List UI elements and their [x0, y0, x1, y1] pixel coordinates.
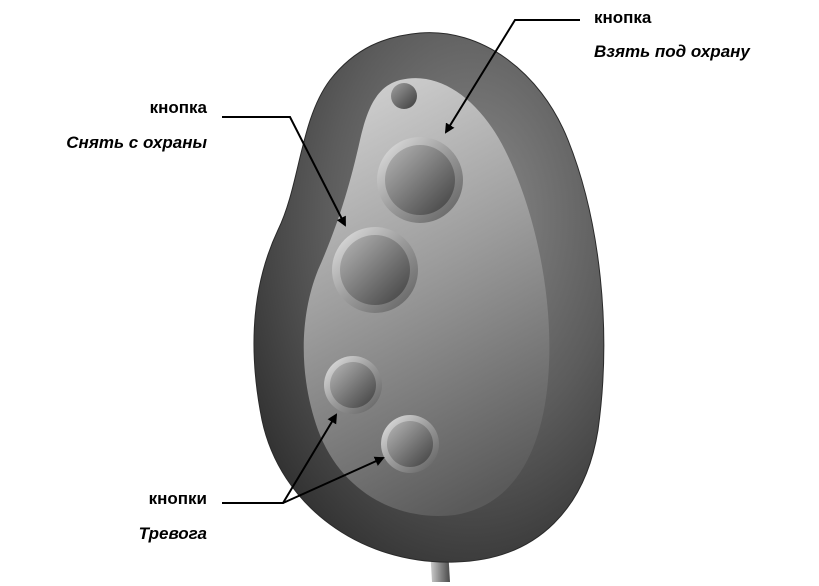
disarm-label-title: кнопка — [150, 98, 207, 118]
arm-label-name: Взять под охрану — [594, 42, 750, 62]
alarm-label-title: кнопки — [149, 489, 207, 509]
alarm-button-1[interactable] — [324, 356, 382, 414]
arm-button[interactable] — [377, 137, 463, 223]
arm-label-title: кнопка — [594, 8, 651, 28]
alarm-label-name: Тревога — [139, 524, 207, 544]
disarm-button[interactable] — [332, 227, 418, 313]
alarm-button-2[interactable] — [381, 415, 439, 473]
led-indicator — [391, 83, 417, 109]
disarm-label-name: Снять с охраны — [66, 133, 207, 153]
